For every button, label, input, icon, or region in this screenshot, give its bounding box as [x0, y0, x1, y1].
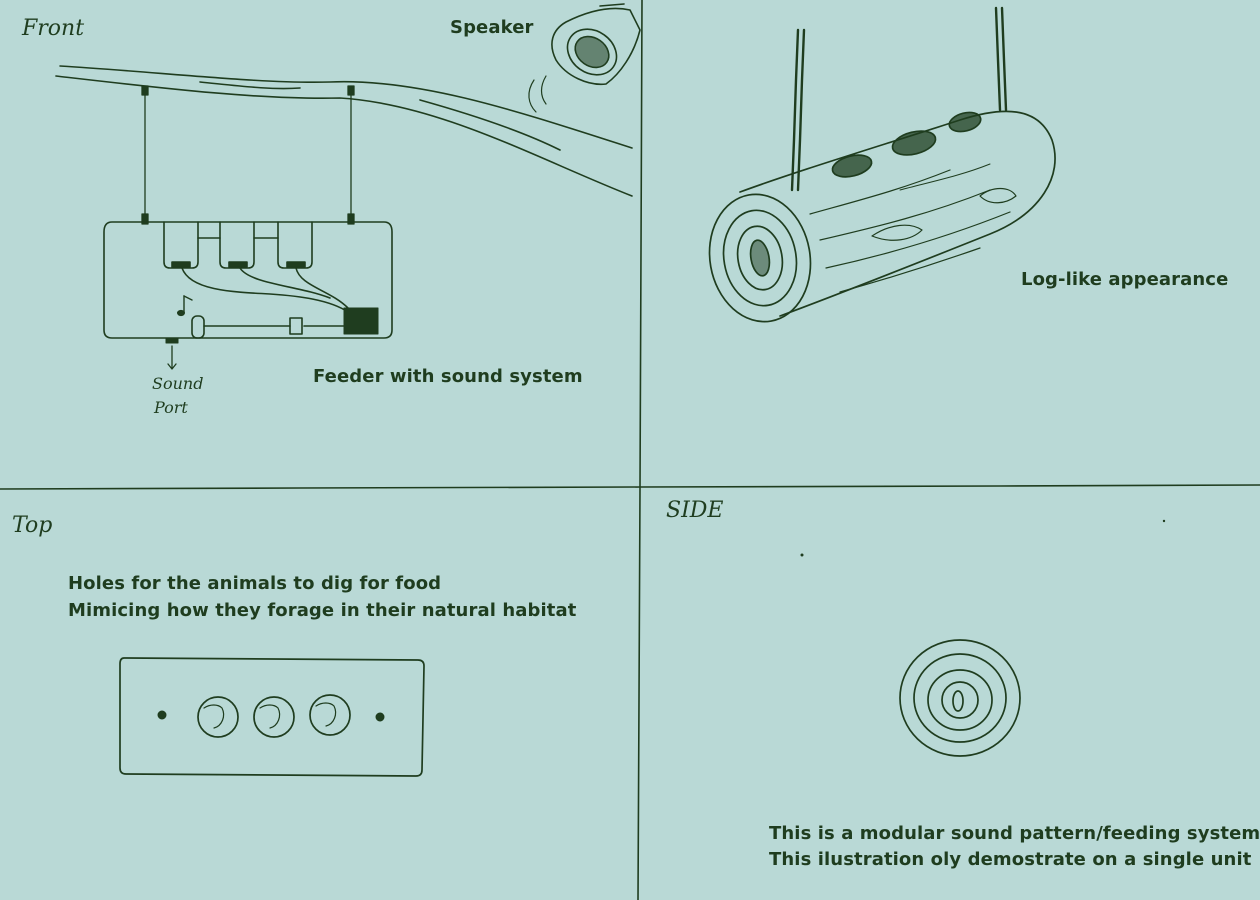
top-caption-line2: Mimicing how they forage in their natura… — [68, 600, 577, 621]
sound-port-label-line2: Port — [154, 398, 188, 417]
log-caption: Log-like appearance — [1021, 269, 1229, 290]
top-caption-line1: Holes for the animals to dig for food — [68, 573, 442, 594]
side-view-label: SIDE — [666, 498, 724, 523]
feeder-side-view — [800, 519, 1166, 757]
feeder-top-view — [119, 657, 425, 777]
sound-port-label-line1: Sound — [152, 374, 204, 393]
speaker-icon — [528, 3, 641, 113]
tree-branch — [55, 65, 633, 197]
front-caption: Feeder with sound system — [313, 366, 583, 387]
hanging-strings — [141, 85, 355, 225]
side-caption-line2: This ilustration oly demostrate on a sin… — [769, 849, 1252, 870]
log-feeder-illustration — [708, 6, 1056, 323]
feeder-front-view — [103, 221, 393, 370]
side-caption-line1: This is a modular sound pattern/feeding … — [769, 823, 1260, 844]
top-view-label: Top — [12, 513, 53, 538]
speaker-label: Speaker — [450, 17, 534, 38]
front-view-label: Front — [22, 16, 85, 41]
